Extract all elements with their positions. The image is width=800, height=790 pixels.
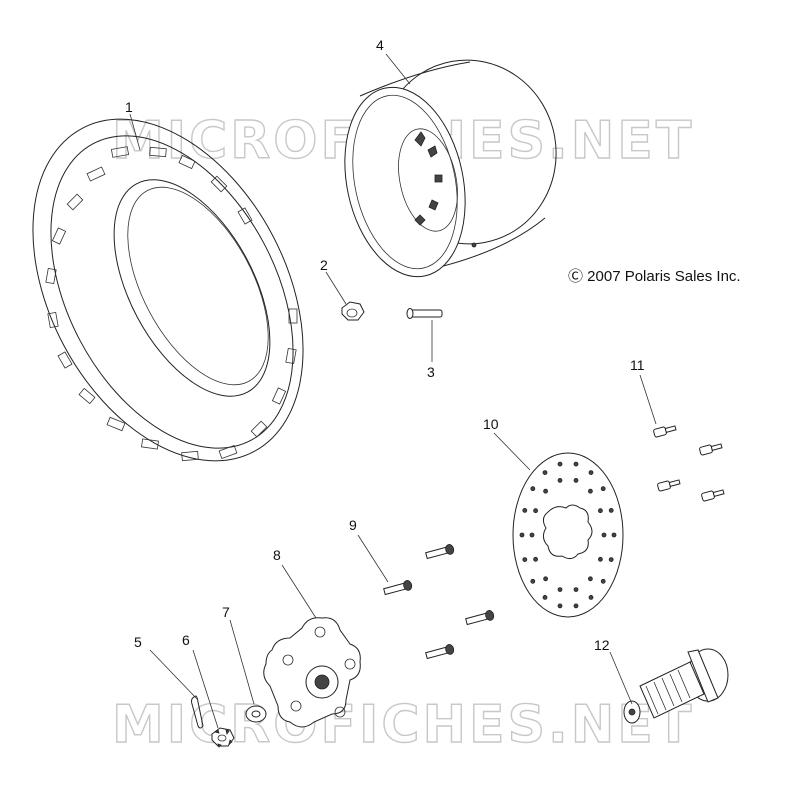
lug-nut — [341, 301, 365, 321]
callout-5: 5 — [134, 634, 142, 650]
disc-hole — [598, 556, 603, 562]
disc-hole — [557, 587, 563, 592]
callout-10: 10 — [483, 416, 499, 432]
wheel-hub — [263, 617, 361, 728]
disc-hole — [588, 576, 593, 582]
disc-hole — [588, 488, 593, 494]
disc-hole — [557, 477, 563, 483]
disc-hole — [530, 486, 536, 492]
disc-hole — [522, 507, 528, 513]
disc-hole — [601, 532, 607, 538]
disc-hole — [573, 603, 579, 609]
castle-nut — [211, 727, 235, 748]
disc-hole — [573, 477, 579, 483]
brake-disc — [512, 452, 624, 618]
wheel-rim — [344, 59, 557, 278]
washer — [245, 705, 267, 723]
hub-studs — [383, 544, 495, 660]
disc-hole — [608, 507, 614, 513]
disc-hole — [519, 532, 525, 538]
disc-hole — [588, 595, 594, 600]
disc-hole — [557, 461, 563, 467]
disc-hole — [533, 556, 538, 562]
callout-1: 1 — [125, 99, 133, 115]
callout-3: 3 — [427, 364, 435, 380]
disc-hole — [557, 603, 563, 609]
tire — [32, 118, 304, 462]
disc-hole — [600, 486, 606, 492]
disc-hole — [530, 578, 536, 584]
callout-2: 2 — [320, 257, 328, 273]
disc-bolts — [653, 425, 725, 502]
disc-hole — [608, 557, 614, 562]
disc-hole — [529, 532, 535, 538]
callout-12: 12 — [594, 637, 610, 653]
disc-hole — [542, 470, 548, 476]
callout-11: 11 — [630, 357, 645, 373]
callout-8: 8 — [273, 547, 281, 563]
wheel-stud — [406, 308, 443, 319]
callout-9: 9 — [349, 517, 357, 533]
watermark-bottom: MICROFICHES.NET — [112, 695, 694, 755]
disc-hole — [543, 576, 548, 582]
disc-hole — [573, 461, 579, 467]
axle-spindle — [623, 648, 729, 724]
leader-lines — [129, 53, 657, 729]
disc-hole — [600, 578, 606, 584]
callout-7: 7 — [222, 604, 230, 620]
cotter-pin — [191, 695, 204, 729]
disc-hole — [542, 595, 548, 600]
disc-hole — [573, 587, 579, 592]
disc-hole — [598, 508, 603, 514]
disc-hole — [543, 488, 548, 494]
callout-4: 4 — [376, 37, 384, 53]
disc-hole — [588, 470, 594, 476]
disc-hole — [522, 557, 528, 562]
callout-numbers: 1 2 3 4 5 6 7 8 9 10 11 12 — [125, 37, 645, 653]
disc-hole — [533, 508, 538, 514]
disc-hole — [611, 532, 617, 538]
callout-6: 6 — [182, 632, 190, 648]
copyright-notice: Ⓒ 2007 Polaris Sales Inc. — [568, 268, 741, 285]
